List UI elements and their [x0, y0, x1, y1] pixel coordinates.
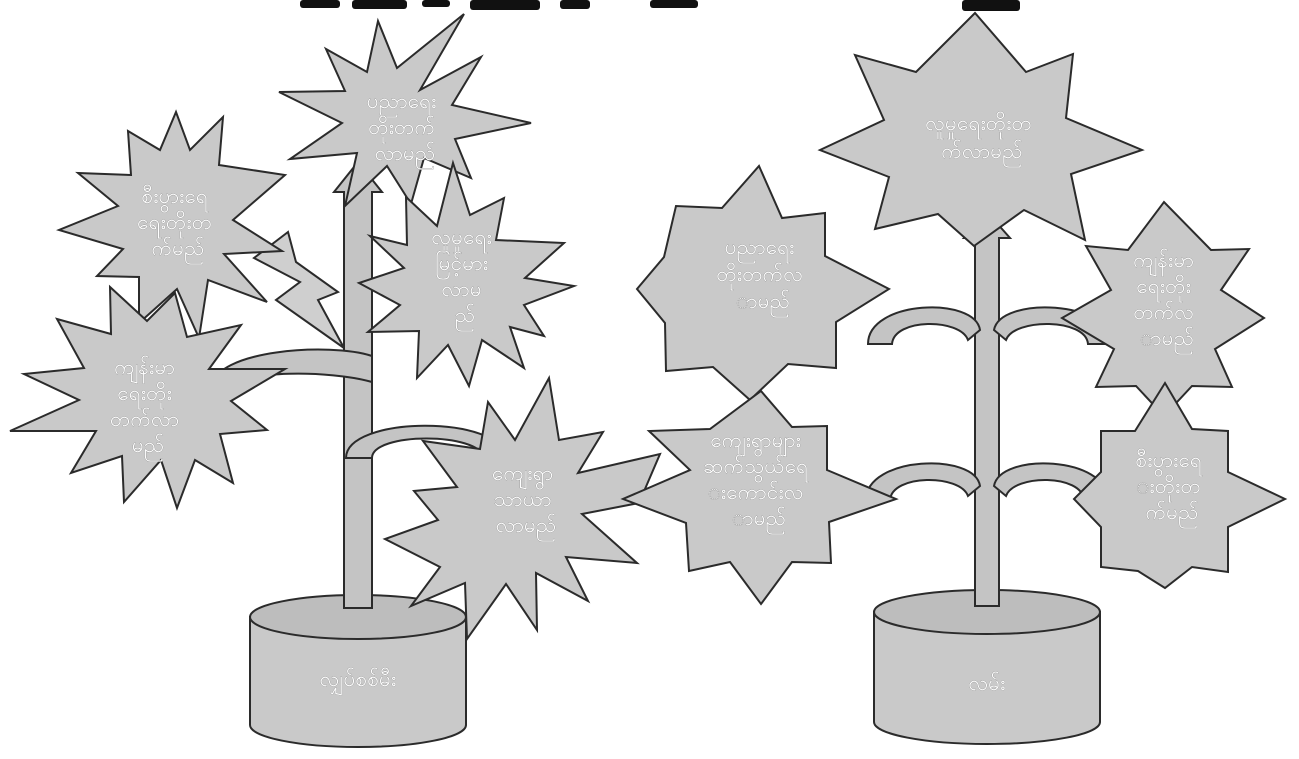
right-branch-upper-left [868, 307, 980, 344]
label-line: းကောင်းလ [708, 479, 804, 504]
left-trunk-arrow [334, 162, 382, 608]
right-trunk-arrow [964, 212, 1010, 606]
label-line: သာယာ [494, 487, 552, 511]
left-tree: ပညာရေး တိုးတက် လာမည် စီးပွားရေ ရေးတိုးတ … [10, 14, 660, 747]
right-star-economy-label: စီးပွားရေ းတိုးတ က်မည် [1135, 447, 1208, 529]
label-line: တက်လာ [110, 406, 179, 431]
right-tree: လူမှုရေးတိုးတ က်လာမည် ပညာရေး တိုးတက်လ ာမ… [623, 13, 1285, 744]
right-star-health-label: ကျန်းမာ ရေးတိုး တက်လ ာမည် [1133, 247, 1200, 355]
label-line: တက်လ [1133, 299, 1194, 324]
title-fragment [300, 0, 1020, 11]
left-burst-village-label: ကျေးရွာ သာယာ လာမည် [492, 461, 560, 542]
label-line: လာမ [441, 277, 481, 301]
right-pot [874, 590, 1100, 744]
right-star-social-label: လူမှုရေးတိုးတ က်လာမည် [925, 110, 1038, 168]
right-pot-label: လမ်း [968, 670, 1005, 695]
left-burst-education-label: ပညာရေး တိုးတက် လာမည် [367, 89, 443, 170]
